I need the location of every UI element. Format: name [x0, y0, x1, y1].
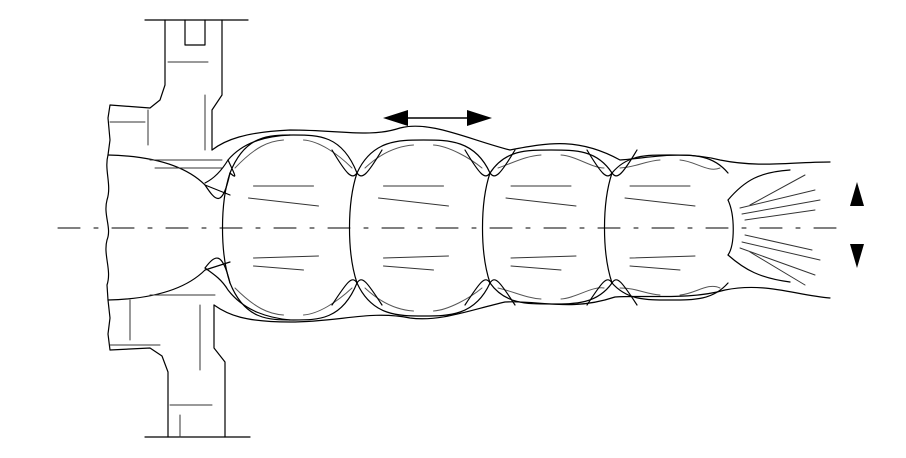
tail-mach-disk: [727, 199, 734, 256]
shock-cell-2-hatch-upper-left: [364, 144, 414, 169]
shock-cell-2-hatch-upper-right: [433, 144, 483, 169]
shock-cell-1-hatch-lower-left: [234, 287, 284, 316]
shock-cell-1-lower-lobe: [229, 282, 358, 321]
cell-junction-2-b: [489, 149, 516, 177]
cell-entry-top-b: [204, 172, 231, 199]
tail-fan-ray-4: [744, 234, 813, 251]
shock-cell-4-flow-lower-b: [629, 265, 681, 271]
tail-fan-ray-3: [744, 209, 816, 221]
shock-cell-2-flow-upper-b: [378, 197, 449, 207]
shock-cell-1-flow-lower-b: [253, 265, 304, 271]
cell-junction-1-b: [356, 149, 383, 177]
cell-junction-3-b: [611, 149, 638, 177]
shock-cell-3-flow-lower-a: [510, 255, 577, 259]
cell-junction-1-d: [356, 279, 383, 306]
shock-cell-2-flow-lower-a: [383, 255, 449, 259]
nozzle-upper-outer: [107, 19, 166, 156]
cell-junction-1-c: [331, 279, 358, 306]
cell-junction-2-d: [489, 279, 516, 306]
shock-cell-2-lower-lobe: [356, 282, 491, 317]
shock-cell-1-flow-upper-b: [248, 197, 319, 207]
shock-cell-4-hatch-upper-right: [679, 159, 721, 170]
shock-cell-2-hatch-lower-left: [364, 287, 414, 312]
shock-cell-1-flow-lower-a: [253, 255, 319, 259]
shock-cell-3-hatch-upper-right: [560, 154, 605, 169]
shock-cell-1-hatch-upper-left: [234, 139, 284, 169]
shock-cell-4-lower-lobe: [611, 282, 729, 301]
nozzle-lower-outer: [107, 299, 169, 438]
radial-arrow-down: [850, 244, 864, 268]
shock-cell-4-flow-lower-a: [629, 255, 696, 259]
cell-entry-bottom-b: [204, 257, 231, 284]
cell-junction-3-a: [586, 149, 613, 177]
shock-cell-1-hatch-upper-right: [303, 139, 353, 169]
shock-cell-3-hatch-lower-left: [497, 287, 542, 300]
shock-cell-2-hatch-lower-right: [433, 287, 483, 312]
plume-inner-top-0: [204, 134, 291, 184]
nozzle-lower-inner-wall: [213, 304, 226, 438]
cell-junction-3-d: [611, 279, 638, 306]
shock-cell-3-lower-lobe: [489, 282, 613, 305]
shock-cell-4-hatch-lower-left: [619, 287, 661, 296]
shock-cell-3-hatch-lower-right: [560, 287, 605, 300]
shock-cell-3-flow-upper-b: [505, 197, 577, 207]
nozzle-upper-inner-wall: [211, 19, 223, 151]
radial-arrow-up: [850, 182, 864, 206]
shock-cell-4-hatch-lower-right: [679, 285, 721, 296]
cell-junction-1-a: [331, 149, 358, 177]
tail-fan-ray-8: [749, 251, 806, 286]
cell-junction-3-c: [586, 279, 613, 306]
cell-junction-2-a: [464, 149, 491, 177]
tail-top-boundary: [727, 169, 791, 201]
cell-entry-top: [227, 159, 236, 177]
shock-cell-3-mach-disk: [481, 172, 491, 284]
plume-inner-bottom-0: [204, 267, 291, 321]
nozzle-inner-contour-top: [107, 154, 231, 196]
tail-fan-ray-5: [741, 241, 821, 261]
plume-outer-bottom: [213, 286, 831, 323]
tail-fan-ray-2: [741, 199, 821, 215]
nozzle-exit-face: [105, 154, 110, 301]
plume-outer-top: [211, 125, 831, 165]
shock-cell-3-hatch-upper-left: [497, 154, 542, 169]
shock-cell-2-mach-disk: [348, 172, 358, 284]
shock-cell-4-flow-upper-b: [624, 197, 696, 207]
tail-fan-ray-6: [739, 247, 816, 276]
shock-cell-1-hatch-lower-right: [303, 287, 353, 316]
nozzle-inner-contour-bottom: [107, 261, 231, 301]
shock-cell-3-upper-lobe: [489, 149, 613, 174]
axial-arrow-left-head: [383, 110, 408, 126]
tail-bottom-boundary: [727, 254, 791, 283]
tail-fan-ray-7: [749, 174, 806, 206]
nozzle-top-notch: [184, 19, 206, 46]
tail-fan-ray-1: [739, 189, 816, 209]
shock-cell-3-flow-lower-b: [510, 265, 562, 271]
shock-cell-2-upper-lobe: [356, 139, 491, 174]
shock-cell-1-upper-lobe: [229, 134, 358, 174]
shock-cell-2-flow-lower-b: [383, 265, 434, 271]
shock-cell-4-hatch-upper-left: [619, 159, 661, 169]
shock-cell-4-upper-lobe: [611, 154, 729, 174]
cell-junction-2-c: [464, 279, 491, 306]
axial-arrow-right-head: [467, 110, 492, 126]
